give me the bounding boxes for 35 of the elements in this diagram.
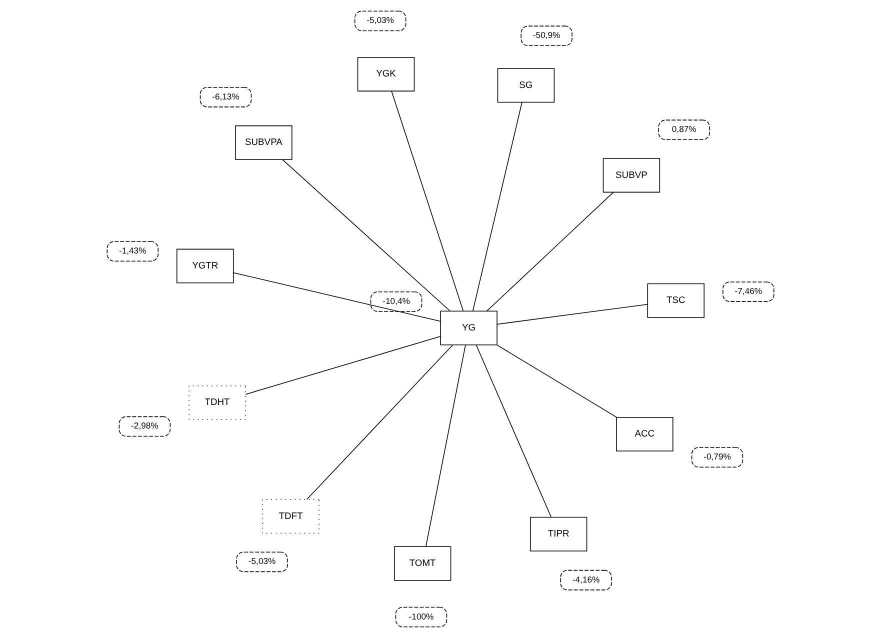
node-box: TDHT: [188, 386, 246, 420]
node-label: -1,43%: [118, 246, 146, 256]
node-box: SUBVPA: [235, 125, 292, 160]
connector: [496, 344, 617, 418]
node-label: -4,16%: [572, 574, 600, 584]
node-label: -10,4%: [382, 296, 410, 306]
node-label: -2,98%: [131, 420, 158, 431]
node-box: YGTR: [176, 248, 234, 284]
node-box: SG: [497, 68, 555, 103]
connector: [245, 336, 441, 395]
connector: [233, 272, 441, 322]
connector: [306, 344, 454, 500]
connector: [476, 344, 552, 518]
node-label: -50,9%: [532, 30, 560, 40]
connector: [472, 102, 522, 312]
node-box: SUBVP: [602, 158, 660, 193]
node-label: -5,03%: [248, 556, 276, 566]
connector: [486, 192, 614, 312]
node-box: TDFT: [262, 499, 320, 534]
node-label: -100%: [408, 611, 434, 622]
node-box: TOMT: [394, 546, 452, 581]
node-box: YGK: [357, 56, 415, 92]
node-label: -6,13%: [212, 91, 240, 102]
node-label: -7,46%: [734, 286, 762, 296]
connector: [282, 159, 450, 312]
node-box: ACC: [616, 416, 674, 452]
connector: [391, 90, 464, 312]
node-label: -5,03%: [366, 15, 394, 26]
node-label: -0,79%: [704, 452, 731, 462]
node-label: 0,87%: [672, 124, 696, 134]
connector: [496, 304, 648, 325]
node-box: TIPR: [530, 516, 588, 552]
node-box: YG: [440, 310, 498, 346]
connector: [426, 344, 466, 547]
node-box: TSC: [647, 283, 704, 318]
